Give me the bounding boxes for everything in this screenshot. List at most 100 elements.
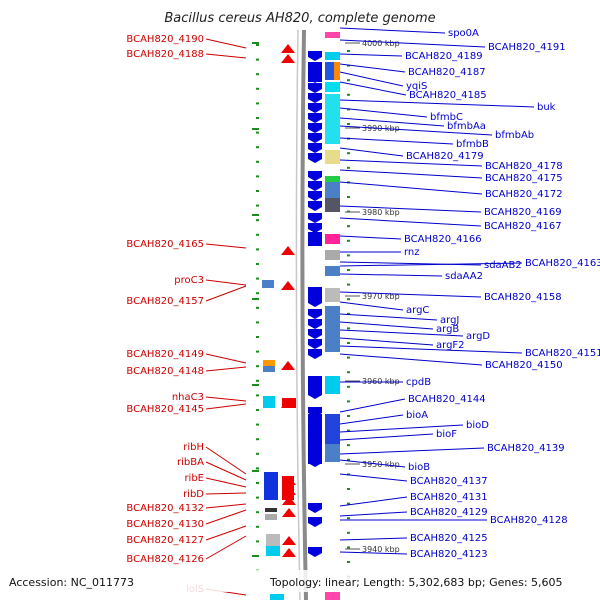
track-tick-left (256, 467, 259, 470)
track-tick-major (252, 42, 259, 44)
gene-function-block (325, 198, 340, 212)
right-gene-label: BCAH820_4189 (405, 51, 483, 62)
track-tick-right (347, 298, 350, 301)
track-tick-right (347, 488, 350, 490)
track-tick-right (347, 225, 350, 228)
genome-title: Bacillus cereus AH820, complete genome (164, 11, 435, 26)
left-gene-label: BCAH820_4126 (126, 554, 204, 565)
track-tick-left (256, 233, 259, 236)
track-tick-right (347, 50, 350, 52)
gene-function-block (325, 306, 340, 352)
right-gene-label: BCAH820_4139 (487, 443, 565, 454)
right-gene-label: sdaAA2 (445, 271, 483, 282)
feature-tracks (252, 32, 350, 600)
track-tick-right (347, 371, 350, 374)
track-tick-left (256, 175, 259, 178)
track-tick-major (252, 555, 259, 557)
right-gene-label: bioA (406, 410, 428, 421)
track-tick-right (347, 254, 350, 257)
right-leader-line (339, 125, 493, 136)
gene-function-block (325, 444, 340, 462)
left-leader-line (205, 243, 247, 249)
left-gene-label: BCAH820_4127 (126, 535, 204, 546)
right-leader-line (339, 447, 485, 455)
track-tick-right (347, 108, 350, 111)
left-leader-line (205, 403, 247, 410)
kbp-marker: 3970 kbp (362, 292, 400, 301)
right-gene-label: bioF (436, 429, 457, 440)
left-gene-label: BCAH820_4148 (126, 366, 204, 377)
left-leader-line (205, 53, 247, 59)
track-tick-left (256, 482, 259, 484)
reverse-gene-block (308, 414, 322, 464)
track-tick-right (347, 517, 350, 520)
reverse-gene-arrow (308, 191, 322, 201)
right-leader-line (339, 321, 434, 330)
left-gene-label: ribD (183, 489, 204, 500)
right-leader-line (339, 511, 408, 517)
left-gene-label: BCAH820_4157 (126, 296, 204, 307)
track-tick-right (347, 79, 350, 82)
track-tick-left (256, 87, 259, 90)
right-leader-line (339, 459, 406, 468)
reverse-gene-arrow (308, 133, 322, 143)
track-tick-left (256, 511, 259, 514)
track-tick-right (347, 342, 350, 344)
reverse-gene-arrow (308, 339, 322, 349)
track-tick-left (256, 117, 259, 119)
reverse-gene-arrow (308, 547, 322, 557)
track-tick-right (347, 458, 350, 461)
right-leader-line (339, 301, 404, 311)
right-gene-label: argJ (440, 315, 459, 326)
right-gene-label: argB (436, 324, 459, 335)
right-leader-line (339, 537, 408, 541)
track-tick-right (347, 531, 350, 534)
right-leader-line (339, 273, 443, 277)
gene-function-block (265, 514, 277, 520)
reverse-gene-arrow (308, 153, 322, 163)
forward-gene-arrow (282, 536, 296, 545)
track-tick-left (256, 102, 259, 105)
reverse-gene-arrow (308, 503, 322, 513)
forward-gene-arrow (281, 361, 295, 370)
right-leader-line (339, 53, 403, 57)
reverse-gene-arrow (308, 309, 322, 319)
left-gene-label: BCAH820_4149 (126, 349, 204, 360)
left-leader-line (205, 509, 247, 525)
right-leader-line (339, 107, 428, 118)
left-leader-line (205, 535, 247, 560)
track-tick-left (256, 379, 259, 382)
left-leader-line (205, 503, 247, 509)
track-tick-left (256, 423, 259, 426)
forward-gene-block (282, 476, 294, 500)
left-gene-label: BCAH820_4165 (126, 239, 204, 250)
track-tick-right (347, 400, 350, 403)
gene-function-block (334, 62, 340, 80)
right-gene-label: BCAH820_4125 (410, 533, 488, 544)
gene-function-block (263, 360, 275, 366)
gene-function-block (325, 52, 340, 60)
track-tick-left (256, 409, 259, 411)
track-tick-left (256, 540, 259, 543)
track-tick-right (347, 123, 350, 125)
left-leader-line (205, 525, 247, 541)
reverse-gene-arrow (308, 143, 322, 153)
right-leader-line (339, 329, 464, 337)
right-gene-label: BCAH820_4129 (410, 507, 488, 518)
right-leader-line (339, 81, 407, 96)
track-tick-left (256, 263, 259, 265)
gene-function-block (325, 82, 340, 92)
kbp-marker: 3980 kbp (362, 208, 400, 217)
kbp-marker: 4000 kbp (362, 39, 400, 48)
right-leader-line (339, 262, 523, 267)
track-tick-right (347, 561, 350, 563)
left-gene-label: BCAH820_4145 (126, 404, 204, 415)
right-gene-label: bfmbC (430, 112, 463, 123)
genome-backbone (300, 29, 308, 600)
track-tick-left (256, 219, 259, 222)
forward-gene-arrow (282, 496, 296, 505)
right-leader-line (339, 63, 406, 73)
right-leader-line (339, 181, 483, 195)
right-gene-label: bfmbAa (447, 121, 486, 132)
left-gene-label: nhaC3 (172, 392, 204, 403)
